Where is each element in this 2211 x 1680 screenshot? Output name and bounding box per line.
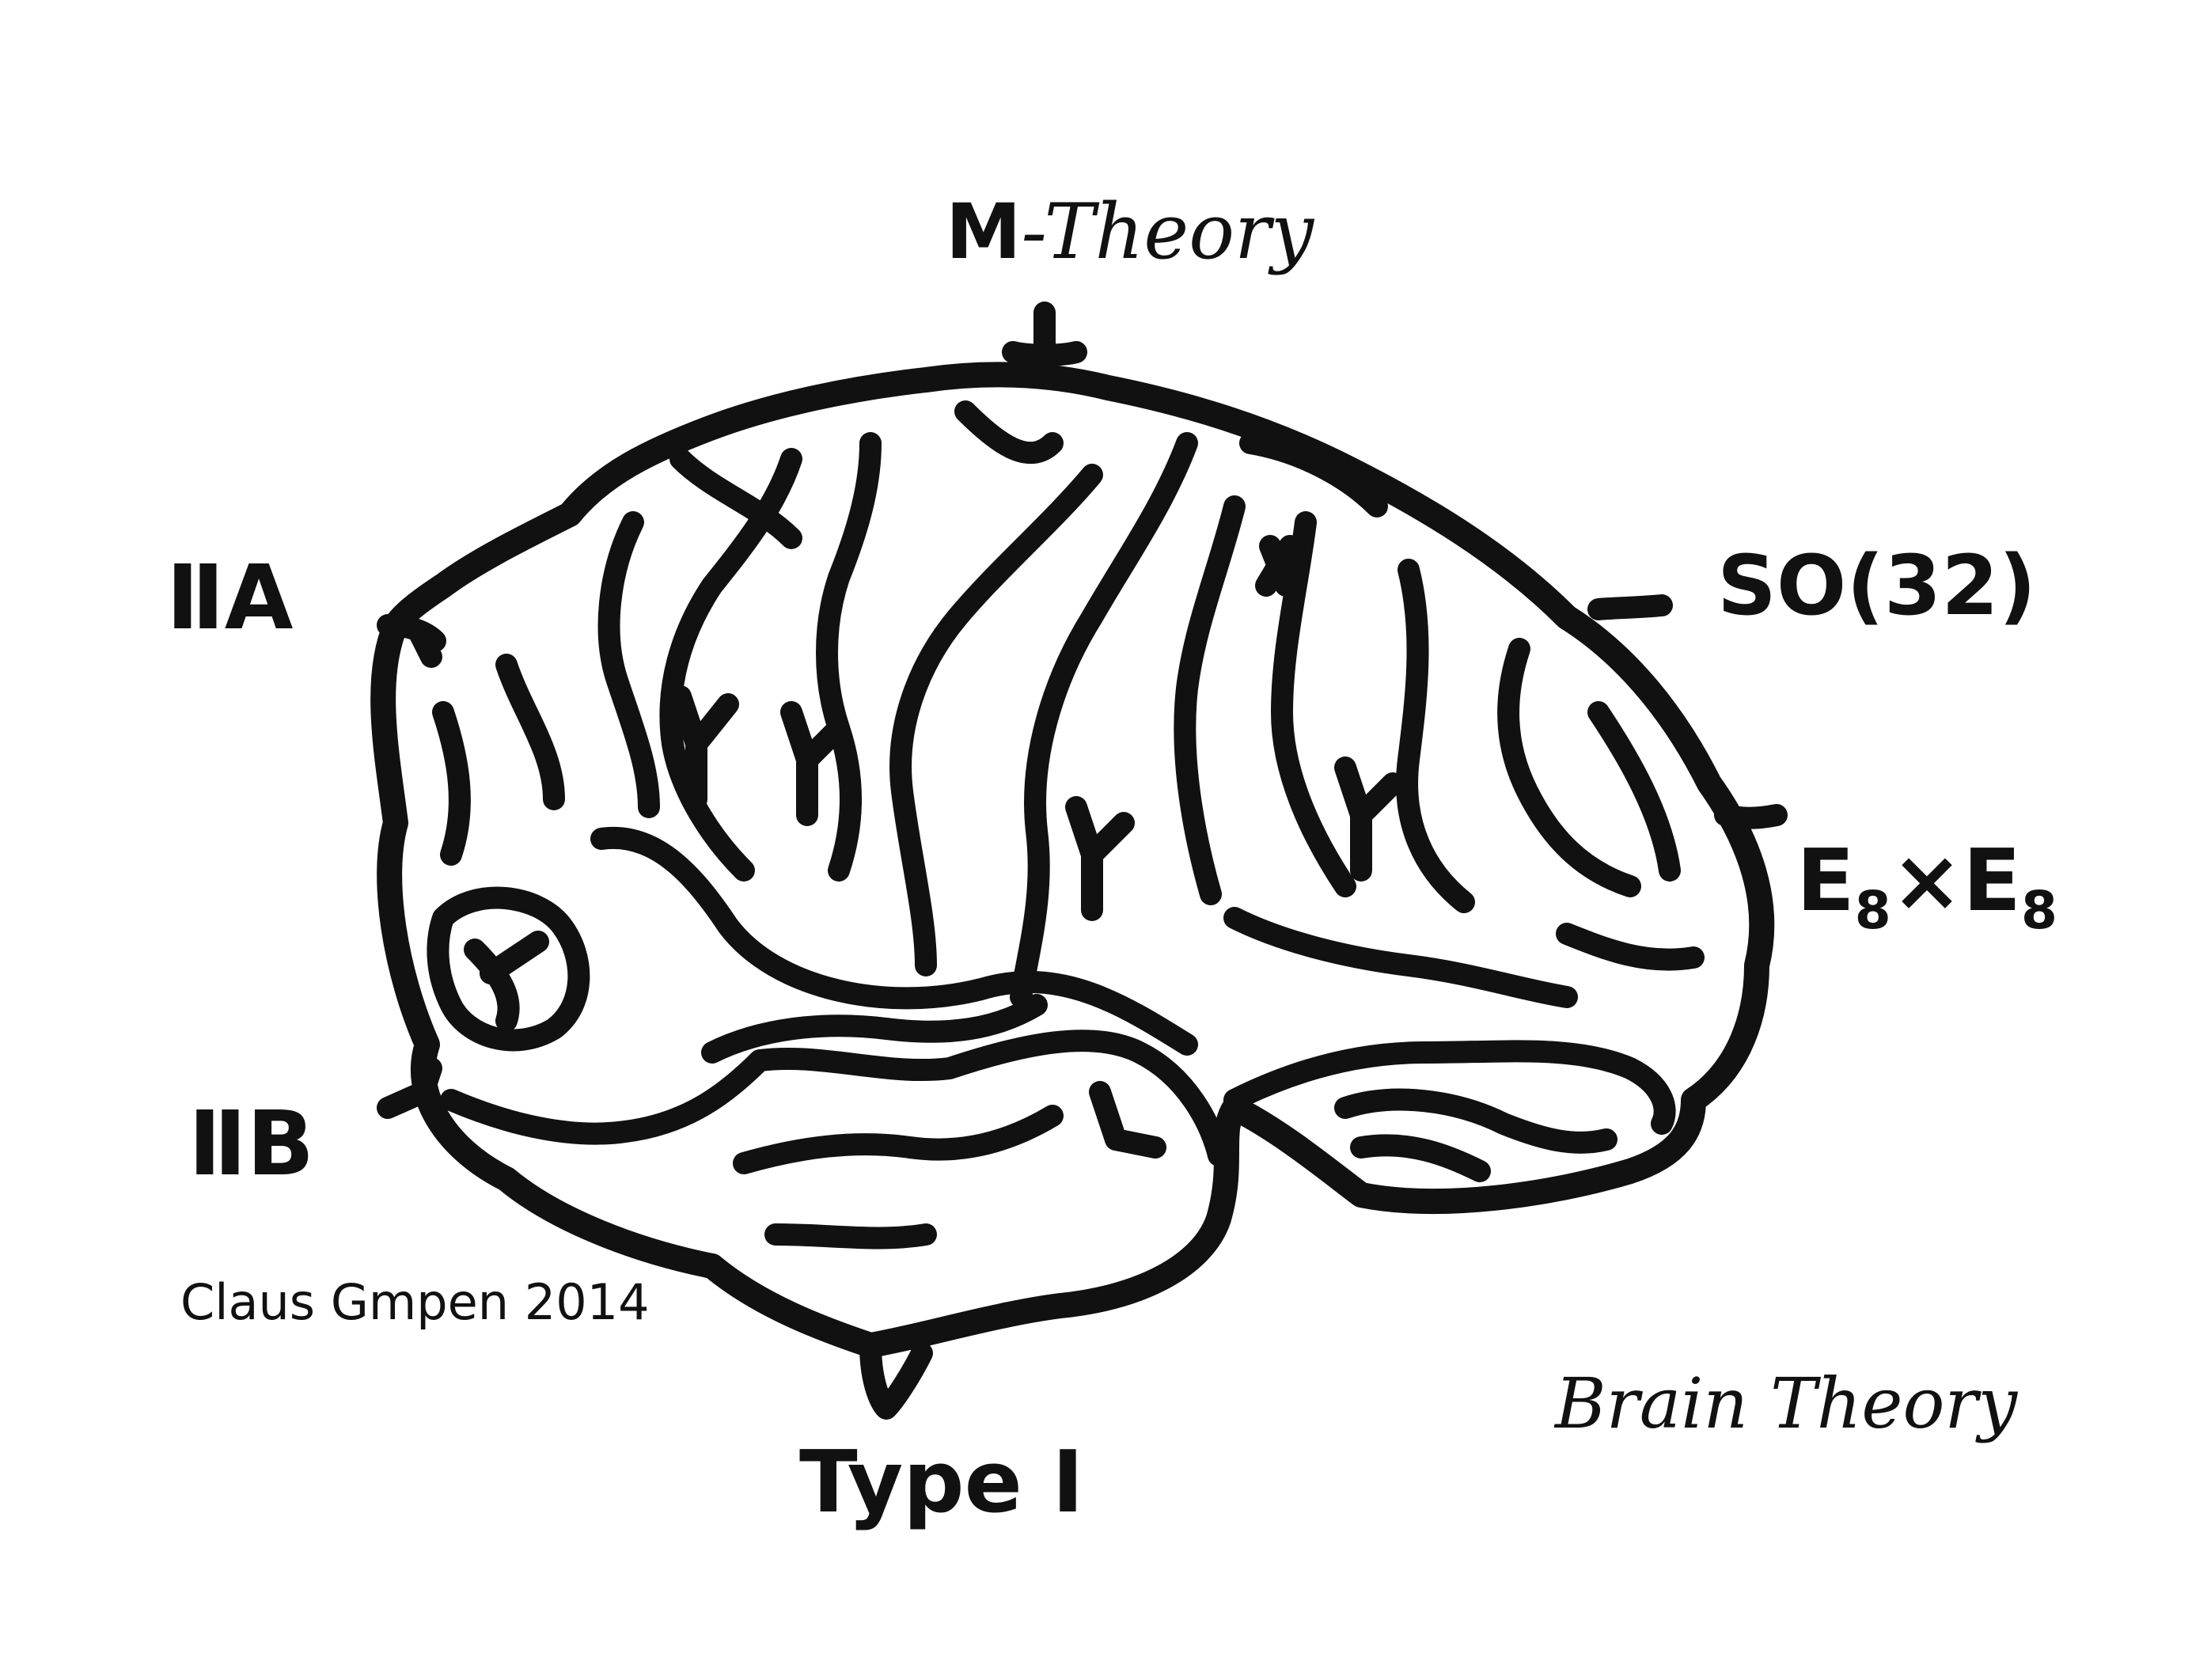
bottom-protrusion [859,1334,933,1420]
frontal-sulcus-4 [495,654,565,810]
frontal-fold-1 [464,939,520,1032]
occipital-sulcus-1 [1497,638,1641,897]
superior-fold-2 [1239,432,1388,518]
parietal-sulcus-2 [1396,559,1475,913]
iia-protrusion [377,614,446,668]
cerebellum-contour [1223,1040,1676,1135]
x-mark [1255,535,1301,597]
top-protrusion [1002,301,1087,367]
y-fold-4 [1334,757,1404,882]
y-fold-3 [1065,796,1135,921]
so32-label: SO(32) [1717,537,2037,634]
precentral-gyrus [889,464,1103,977]
e8xe8-label: E8×E8 [1796,839,2057,937]
brain-outline [370,362,1775,1358]
y-fold-2 [780,701,850,826]
frontal-sulcus-5 [432,701,471,866]
temporal-sulcus-3 [764,1223,937,1250]
temporal-sulcus-1 [701,994,1048,1064]
e8-protrusion [1714,804,1788,829]
frontal-sulcus-1 [659,448,802,882]
drawing-title: Brain Theory [1555,1363,2018,1444]
e8-right-letter: E [1963,832,2021,931]
cerebellum-fold-2 [1350,1134,1491,1182]
y-fold-5 [1089,1081,1166,1159]
occipital-sulcus-3 [1556,923,1705,971]
occipital-sulcus-2 [1587,701,1681,882]
m-theory-rest: -Theory [1021,188,1314,276]
iib-protrusion [377,1057,442,1119]
central-sulcus [1010,432,1198,1008]
iib-label: ⅡB [188,1093,315,1196]
superior-fold-1 [954,400,1064,465]
frontal-fold-2 [480,931,549,984]
parietal-sulcus-1 [1271,511,1356,897]
e8-right-subscript: 8 [2021,880,2057,942]
signature: Claus Gmpen 2014 [180,1273,650,1331]
frontal-sulcus-3 [816,432,882,882]
e8-left-subscript: 8 [1854,880,1891,942]
e8-times-sign: × [1891,832,1963,931]
m-theory-bold-part: M [946,188,1022,276]
frontal-sulcus-2 [597,511,660,818]
iia-label: ⅡA [166,547,294,650]
type-i-label: Type I [799,1433,1084,1532]
m-theory-label: M-Theory [946,194,1314,270]
superior-fold-3 [669,448,802,549]
e8-left-letter: E [1796,832,1855,931]
frontal-lobe-circle [427,886,590,1052]
cerebellum-fold-1 [1334,1088,1617,1154]
postcentral-gyrus [1174,495,1246,905]
temporal-sulcus-2 [733,1105,1064,1174]
y-fold-1 [669,685,739,810]
temporal-lobe-contour [440,1030,1230,1166]
so32-protrusion [1587,594,1673,620]
sylvian-fissure [590,826,1198,1056]
parietal-sulcus-3 [1223,907,1578,1008]
